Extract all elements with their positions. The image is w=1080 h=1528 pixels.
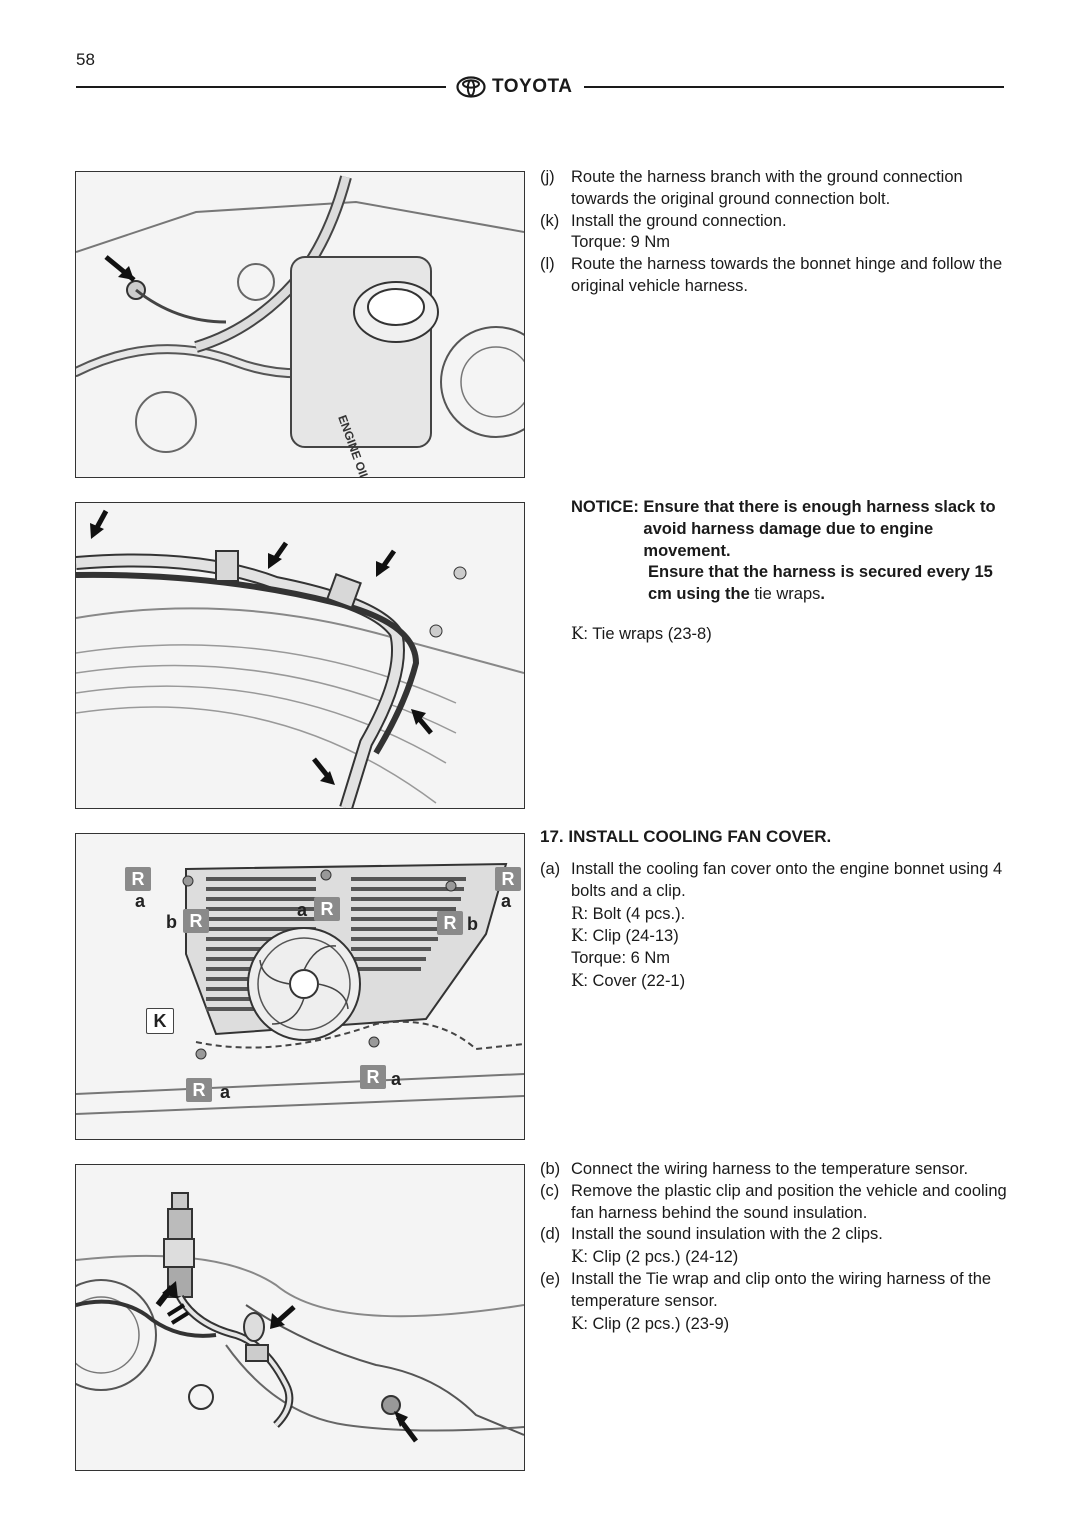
brand-logo: TOYOTA: [456, 76, 572, 98]
step-k-torque: Torque: 9 Nm: [571, 233, 671, 252]
notice-prefix: NOTICE:: [571, 498, 644, 516]
notice-text-end: .: [820, 585, 825, 604]
step-l: (l) Route the harness towards the bonnet…: [540, 255, 1003, 295]
detail-bolt: R: Bolt (4 pcs.).: [571, 903, 686, 923]
figure-ground-connection: ENGINE OIL: [75, 171, 525, 478]
step-e: (e) Install the Tie wrap and clip onto t…: [540, 1269, 992, 1310]
bolt-label-icon: R: [186, 1078, 212, 1102]
brand-name: TOYOTA: [492, 76, 573, 97]
temperature-sensor-illustration: [76, 1165, 524, 1470]
steps-mid: (a) Install the cooling fan cover onto t…: [540, 859, 1020, 993]
header-rule-left: [76, 86, 446, 88]
bolt-type-label: a: [297, 900, 308, 920]
bolt-type-label: a: [501, 891, 512, 911]
figure-temperature-sensor: [75, 1164, 525, 1471]
notice-text-1: Ensure that there is enough harness slac…: [643, 498, 996, 560]
notice-text-2: Ensure that the harness is secured every…: [648, 563, 993, 604]
detail-cover: K: Cover (22-1): [571, 970, 686, 990]
bolt-label-icon: R: [360, 1065, 386, 1089]
notice-text-tie-wraps: tie wraps: [749, 585, 821, 604]
bolt-symbol-icon: R: [571, 903, 584, 923]
notice-line2: Ensure that the harness is secured every…: [571, 562, 1021, 606]
cooling-fan-cover-illustration: [76, 834, 524, 1139]
toyota-emblem-icon: [456, 76, 486, 98]
figure-harness-routing: [75, 502, 525, 809]
section-title: 17. INSTALL COOLING FAN COVER.: [540, 827, 832, 846]
step-b: (b) Connect the wiring harness to the te…: [540, 1160, 969, 1178]
ground-connection-illustration: ENGINE OIL: [76, 172, 524, 477]
steps-top: (j) Route the harness branch with the gr…: [540, 167, 1020, 298]
clip-symbol-icon: K: [571, 1247, 584, 1267]
step-c: (c) Remove the plastic clip and position…: [540, 1181, 1007, 1222]
harness-routing-illustration: [76, 503, 524, 808]
bolt-type-label: a: [391, 1069, 402, 1089]
notice-line1: NOTICE: Ensure that there is enough harn…: [571, 497, 1021, 562]
detail-torque: Torque: 6 Nm: [571, 949, 671, 968]
step-d: (d) Install the sound insulation with th…: [540, 1225, 883, 1244]
clip-symbol-icon: K: [571, 926, 584, 946]
clip-symbol-icon: K: [571, 1313, 584, 1333]
bolt-type-label: b: [166, 912, 177, 932]
step-k: (k) Install the ground connection.: [540, 211, 787, 230]
bolt-type-label: a: [220, 1082, 231, 1102]
detail-clip: K: Clip (24-13): [571, 926, 679, 946]
bolt-label-icon: R: [125, 867, 151, 891]
step-j: (j) Route the harness branch with the gr…: [540, 168, 963, 208]
steps-bottom: (b) Connect the wiring harness to the te…: [540, 1159, 1020, 1335]
bolt-label-icon: R: [183, 909, 209, 933]
bolt-type-label: a: [135, 891, 146, 911]
page-number: 58: [76, 50, 95, 69]
cover-symbol-icon: K: [571, 970, 584, 990]
figure-cooling-fan-cover: R a R b a R R a R b K R a R a: [75, 833, 525, 1140]
detail-clip-d: K: Clip (2 pcs.) (24-12): [571, 1247, 739, 1267]
bolt-type-label: b: [467, 914, 478, 934]
tie-wrap-symbol-icon: K: [571, 624, 584, 643]
bolt-label-icon: R: [495, 867, 521, 891]
tie-wraps-reference: K: Tie wraps (23-8): [571, 624, 712, 644]
detail-clip-e: K: Clip (2 pcs.) (23-9): [571, 1313, 730, 1333]
tie-wraps-text: : Tie wraps (23-8): [583, 625, 712, 643]
bolt-label-icon: R: [314, 897, 340, 921]
header-rule-right: [584, 86, 1004, 88]
bolt-label-icon: R: [437, 911, 463, 935]
clip-label-icon: K: [146, 1008, 174, 1034]
step-a: (a) Install the cooling fan cover onto t…: [540, 860, 1003, 900]
notice-block: NOTICE: Ensure that there is enough harn…: [571, 497, 1021, 606]
